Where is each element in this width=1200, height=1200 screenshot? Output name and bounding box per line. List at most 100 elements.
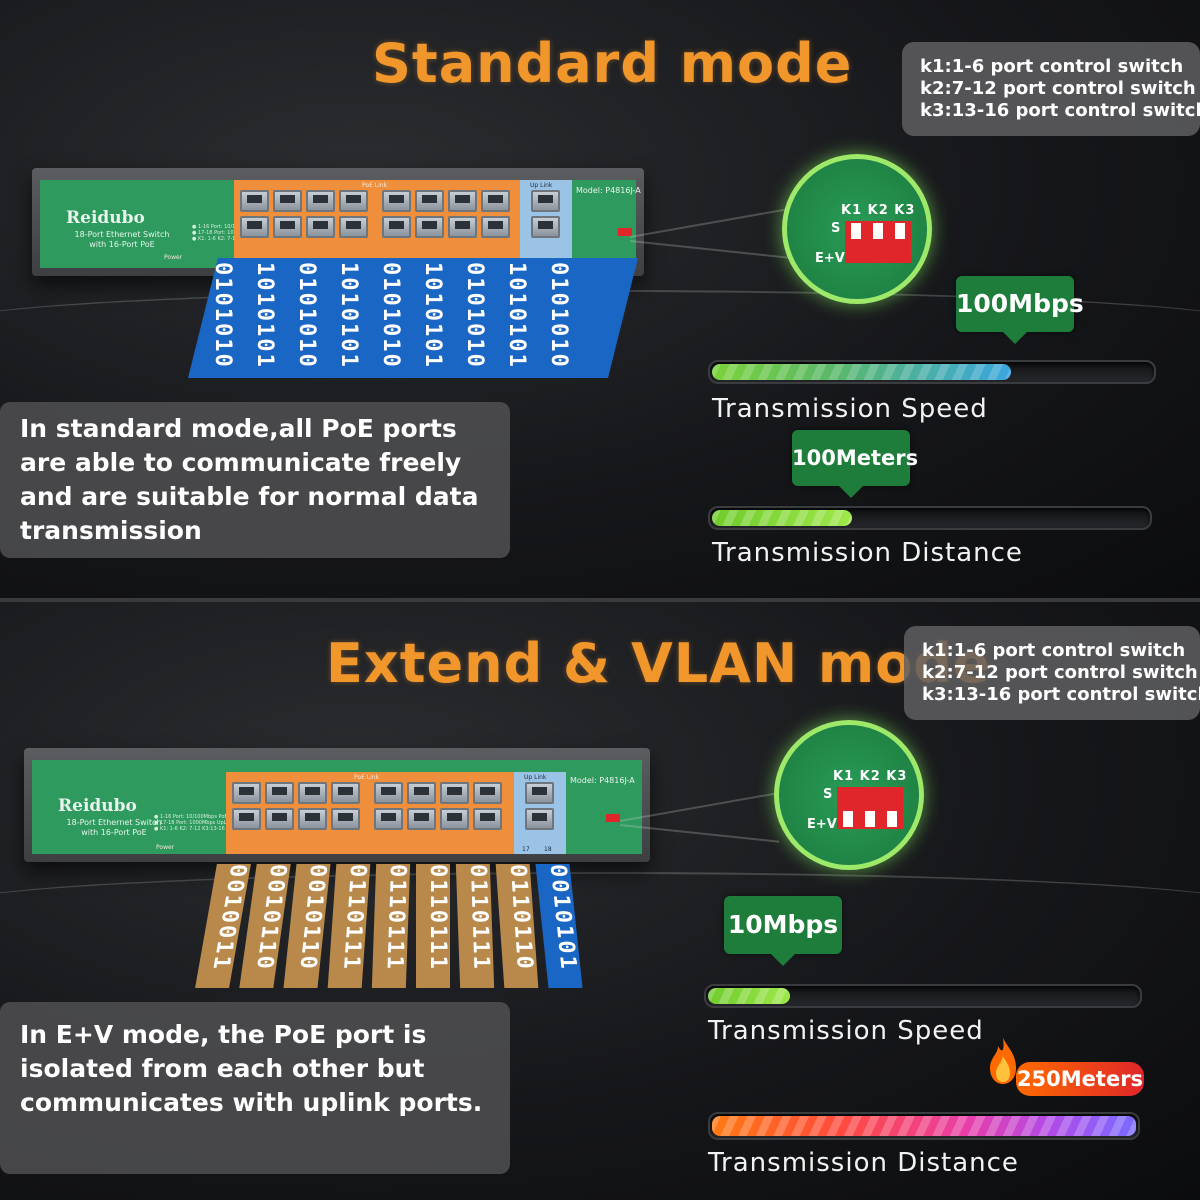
distance-value-bubble: 250Meters <box>1016 1062 1144 1096</box>
poe-ports-group-1 <box>226 772 366 834</box>
uplink-port-area: Up Link 17 18 <box>514 772 566 854</box>
speed-progress-fill <box>708 988 790 1004</box>
binary-stream: 0110111 <box>455 864 495 988</box>
dip-switch-zoom: K1 K2 K3 S E+V <box>774 720 924 870</box>
binary-stream: 10101010 <box>504 262 529 370</box>
power-label: Power <box>156 844 175 851</box>
binary-stream: 10101010 <box>336 262 361 370</box>
standard-mode-heading: Standard mode <box>372 32 853 95</box>
uplink-port <box>525 808 554 830</box>
ethernet-port <box>331 808 360 830</box>
zoom-beam <box>629 240 790 259</box>
distance-progress-fill <box>712 1116 1136 1136</box>
distance-label: Transmission Distance <box>708 1148 1019 1178</box>
ethernet-port <box>298 782 327 804</box>
ethernet-port <box>407 782 436 804</box>
power-label: Power <box>164 254 183 261</box>
dip-switch-zoom: K1 K2 K3 S E+V <box>782 154 932 304</box>
ethernet-port <box>481 190 510 212</box>
ethernet-port <box>374 782 403 804</box>
ethernet-port <box>273 216 302 238</box>
poe-port-area: PoE Link <box>234 180 520 268</box>
extend-vlan-heading: Extend & VLAN mode <box>326 632 991 695</box>
ethernet-port <box>448 216 477 238</box>
distance-progress-bar <box>708 1112 1140 1140</box>
decorative-swoosh <box>0 872 1200 942</box>
ethernet-port <box>382 190 411 212</box>
control-line-k1: k1:1-6 port control switch <box>922 640 1186 661</box>
uplink-port <box>531 190 560 212</box>
switch-brand-logo: Reidubo <box>58 796 137 816</box>
dip-switch-red-extend <box>837 787 903 829</box>
ethernet-port <box>339 216 368 238</box>
binary-stream: 01010101 <box>210 262 235 370</box>
ethernet-port <box>298 808 327 830</box>
extend-vlan-description: In E+V mode, the PoE port is isolated fr… <box>0 1002 510 1174</box>
switch-brand-logo: Reidubo <box>66 208 145 228</box>
ethernet-port <box>440 782 469 804</box>
ethernet-port <box>331 782 360 804</box>
switch-specs: ● 1-16 Port: 10/100Mbps PoE● 17-18 Port:… <box>192 224 272 242</box>
control-line-k1: k1:1-6 port control switch <box>920 56 1184 77</box>
binary-stream: 01010101 <box>294 262 319 370</box>
switch-description: 18-Port Ethernet Switch with 16-Port PoE <box>74 230 170 249</box>
ethernet-port <box>240 216 269 238</box>
switch-description: 18-Port Ethernet Switch with 16-Port PoE <box>66 818 162 837</box>
ethernet-port <box>232 808 261 830</box>
dip-switch-red-standard <box>845 221 911 263</box>
switch-specs: ● 1-16 Port: 10/100Mbps PoE● 17-18 Port:… <box>154 814 234 832</box>
ethernet-port <box>306 216 335 238</box>
distance-label: Transmission Distance <box>712 538 1023 568</box>
control-line-k3: k3:13-16 port control switch <box>920 100 1200 121</box>
ethernet-port <box>265 808 294 830</box>
ethernet-port <box>232 782 261 804</box>
ethernet-port <box>306 190 335 212</box>
poe-ports-group-1 <box>234 180 374 242</box>
speed-value-bubble: 10Mbps <box>724 896 842 966</box>
ethernet-port <box>415 216 444 238</box>
control-line-k3: k3:13-16 port control switch <box>922 684 1200 705</box>
ethernet-port <box>339 190 368 212</box>
poe-ports-group-2 <box>376 180 516 242</box>
model-number: Model: P4816J-A <box>570 776 635 785</box>
dip-switch <box>606 814 620 822</box>
uplink-port-area: Up Link <box>520 180 572 268</box>
binary-stream: 01010101 <box>378 262 403 370</box>
distance-progress-fill <box>712 510 852 526</box>
ethernet-port <box>415 190 444 212</box>
speed-progress-bar <box>708 360 1156 384</box>
port-control-legend: k1:1-6 port control switch k2:7-12 port … <box>902 42 1200 136</box>
uplink-ports <box>520 772 559 834</box>
uplink-ports <box>526 180 565 242</box>
poe-port-area: PoE Link <box>226 772 514 854</box>
ethernet-port <box>448 190 477 212</box>
flame-icon <box>990 1038 1016 1084</box>
extend-vlan-mode-panel: Extend & VLAN mode k1:1-6 port control s… <box>0 602 1200 1200</box>
speed-label: Transmission Speed <box>712 394 988 424</box>
control-line-k2: k2:7-12 port control switch <box>922 662 1198 683</box>
ethernet-port <box>273 190 302 212</box>
model-number: Model: P4816J-A <box>576 186 641 195</box>
uplink-port <box>531 216 560 238</box>
ethernet-port <box>473 808 502 830</box>
binary-stream: 01010100 <box>546 262 571 370</box>
dip-switch <box>618 228 632 236</box>
distance-value-bubble: 100Meters <box>792 430 918 498</box>
binary-stream: 10101010 <box>420 262 445 370</box>
binary-stream: 0110111 <box>327 864 371 988</box>
poe-ports-group-2 <box>368 772 508 834</box>
standard-mode-panel: Standard mode k1:1-6 port control switch… <box>0 0 1200 598</box>
ethernet-port <box>374 808 403 830</box>
binary-stream: 01010101 <box>462 262 487 370</box>
uplink-port <box>525 782 554 804</box>
ethernet-port <box>473 782 502 804</box>
binary-stream: 0110111 <box>416 864 450 988</box>
speed-progress-fill <box>712 364 1012 380</box>
ethernet-port <box>265 782 294 804</box>
speed-progress-bar <box>704 984 1142 1008</box>
panel-divider <box>0 598 1200 602</box>
ethernet-port <box>440 808 469 830</box>
ethernet-port <box>481 216 510 238</box>
ethernet-switch-device: Reidubo 18-Port Ethernet Switch with 16-… <box>24 748 650 862</box>
standard-mode-description: In standard mode,all PoE ports are able … <box>0 402 510 558</box>
